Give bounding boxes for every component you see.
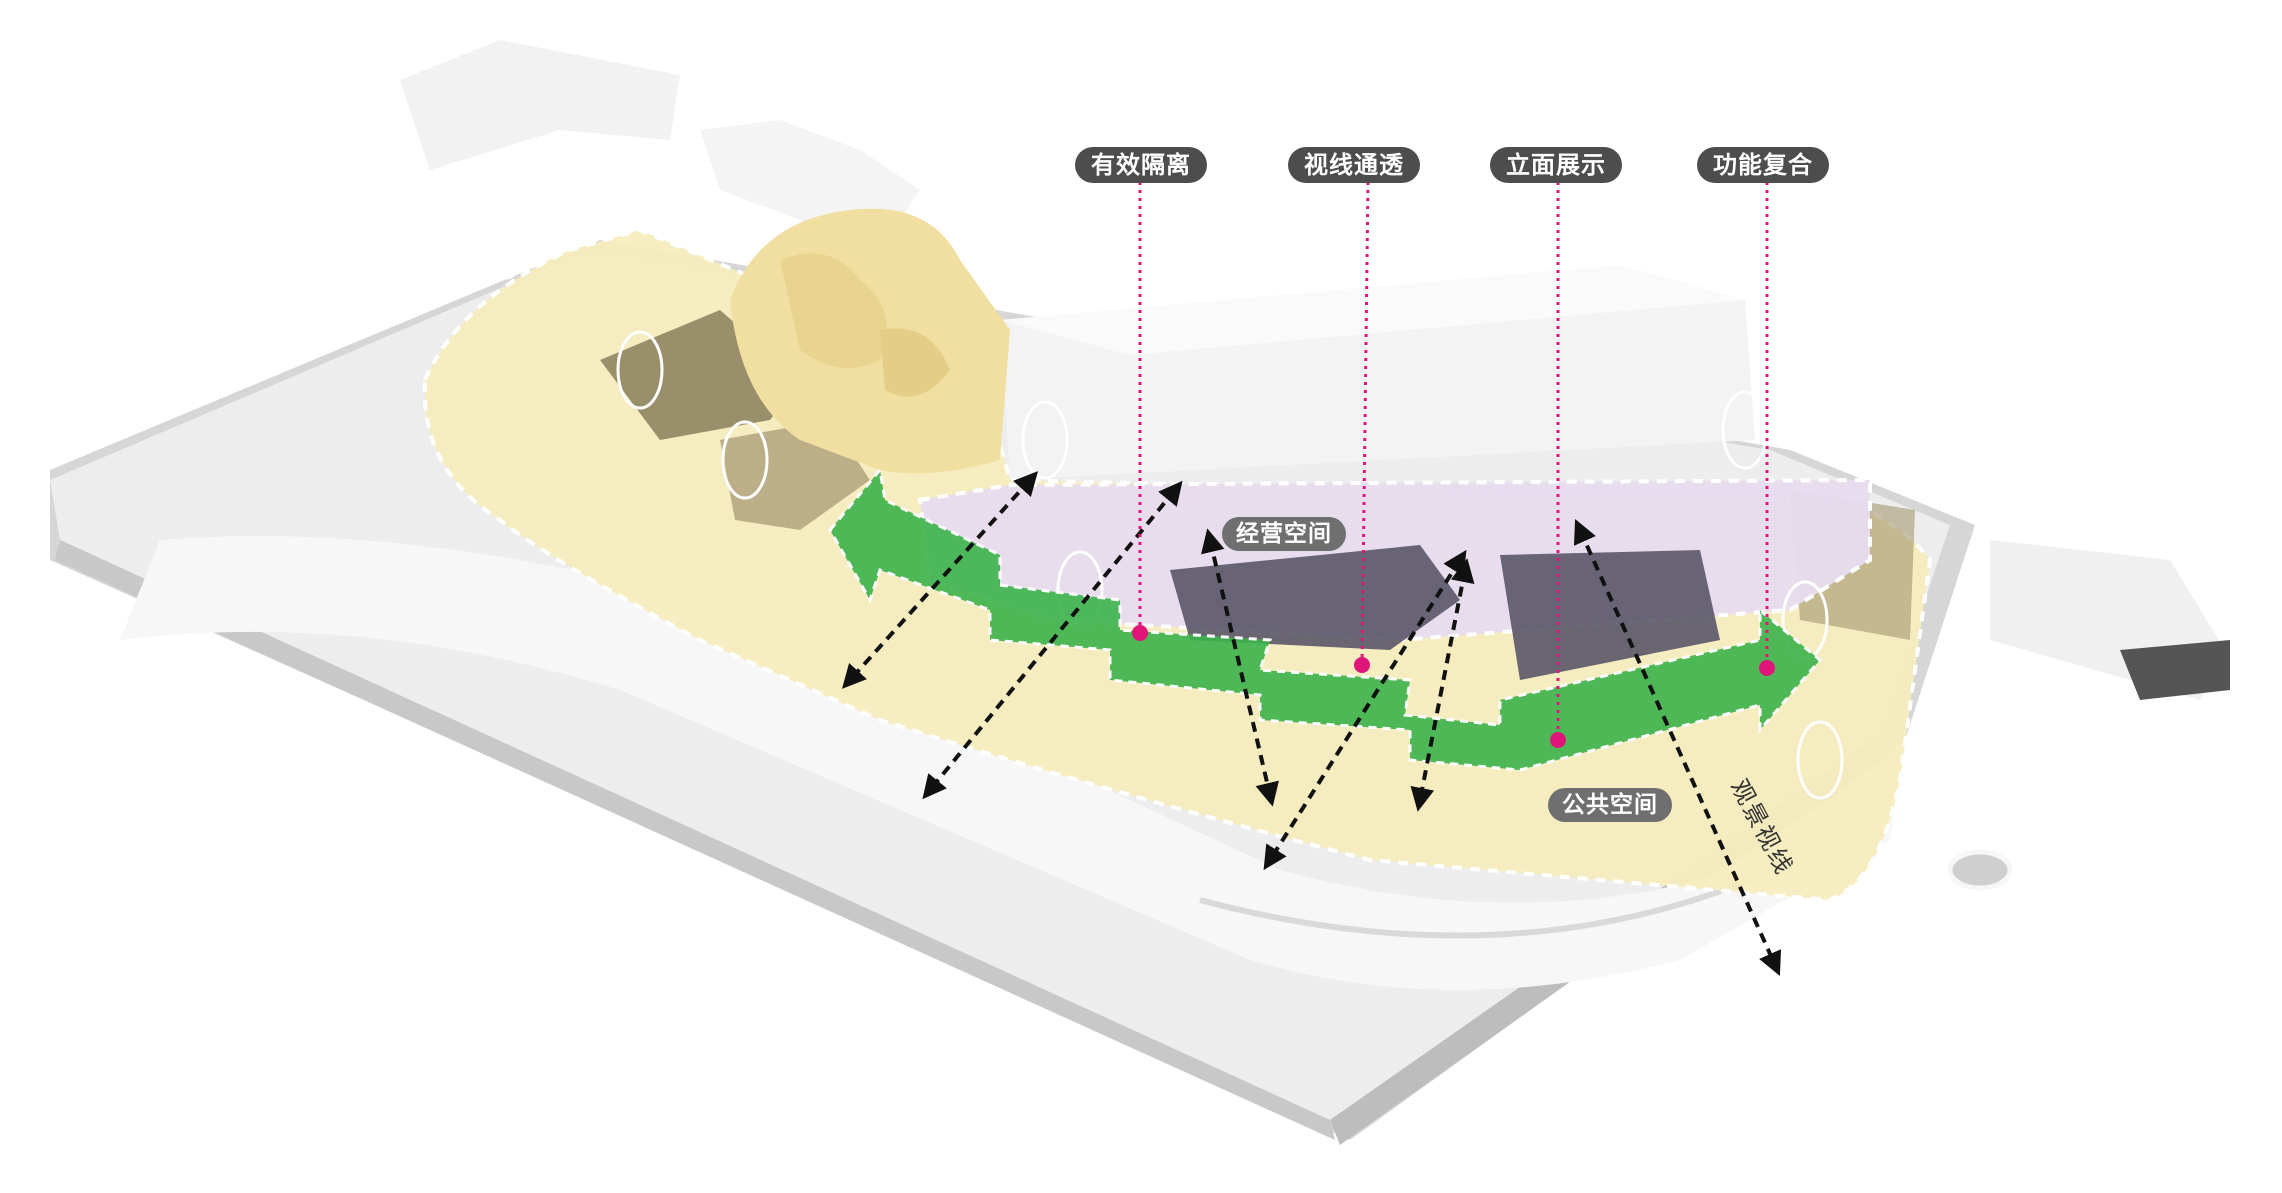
leader-lines — [1138, 181, 1769, 740]
label-facade: 立面展示 — [1490, 147, 1622, 183]
marker-dots — [1132, 625, 1775, 748]
rock-mass — [730, 208, 1010, 474]
sightline-arrows — [841, 471, 1782, 976]
label-isolation: 有效隔离 — [1075, 147, 1207, 183]
label-sightline: 视线通透 — [1288, 147, 1420, 183]
label-composite: 功能复合 — [1697, 147, 1829, 183]
zone-business: 经营空间 — [1222, 517, 1346, 551]
zone-public: 公共空间 — [1548, 788, 1672, 822]
planter — [1947, 849, 2013, 891]
north-buildings — [400, 40, 2230, 700]
